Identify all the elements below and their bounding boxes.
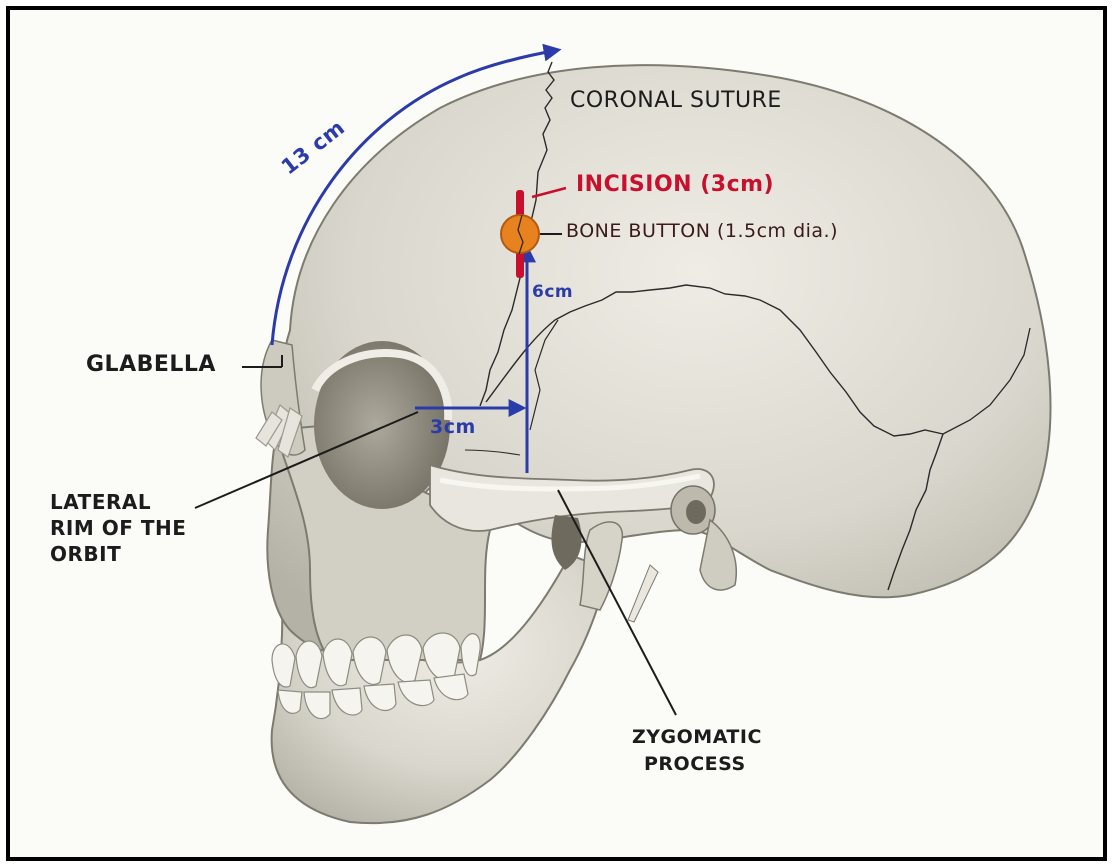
glabella-label: GLABELLA [86, 354, 216, 376]
lateral-rim-line-1: LATERAL [50, 492, 186, 512]
vertical-distance-label: 6cm [532, 284, 573, 301]
skull-illustration [10, 10, 1103, 857]
horizontal-distance-label: 3cm [430, 418, 476, 437]
zygomatic-line-2: PROCESS [644, 755, 762, 774]
lateral-rim-line-3: ORBIT [50, 544, 186, 564]
zygomatic-process-label: ZYGOMATIC PROCESS [632, 728, 762, 774]
lateral-rim-label: LATERAL RIM OF THE ORBIT [50, 492, 186, 564]
zygomatic-line-1: ZYGOMATIC [632, 728, 762, 747]
lateral-rim-line-2: RIM OF THE [50, 518, 186, 538]
coronal-suture-label: CORONAL SUTURE [570, 90, 782, 112]
anatomy-figure: 13 cm CORONAL SUTURE INCISION (3cm) BONE… [6, 6, 1107, 861]
bone-button-label: BONE BUTTON (1.5cm dia.) [566, 222, 838, 241]
incision-label: INCISION (3cm) [576, 174, 774, 196]
